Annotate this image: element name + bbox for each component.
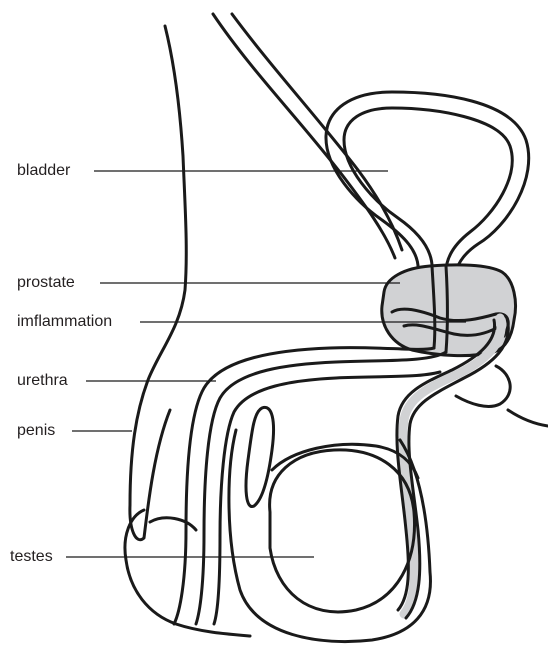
glans-inner [150,518,196,530]
vas-deferens-fill [403,318,501,614]
label-testes: testes [10,548,53,566]
bladder-inner-wall [344,108,512,272]
bladder-outer-wall [326,92,529,272]
label-inflammation: imflammation [17,313,112,331]
label-prostate: prostate [17,274,75,292]
vas-deferens-wall-outer [406,318,508,618]
corpus-spongiosum [246,407,274,506]
label-bladder: bladder [17,162,70,180]
label-penis: penis [17,422,55,440]
pelvic-floor-line [508,410,548,426]
back-outline [213,14,395,258]
prostatic-urethra-inner [446,266,448,352]
label-urethra: urethra [17,372,68,390]
penile-urethra-outer [174,348,434,624]
testis [270,450,415,612]
